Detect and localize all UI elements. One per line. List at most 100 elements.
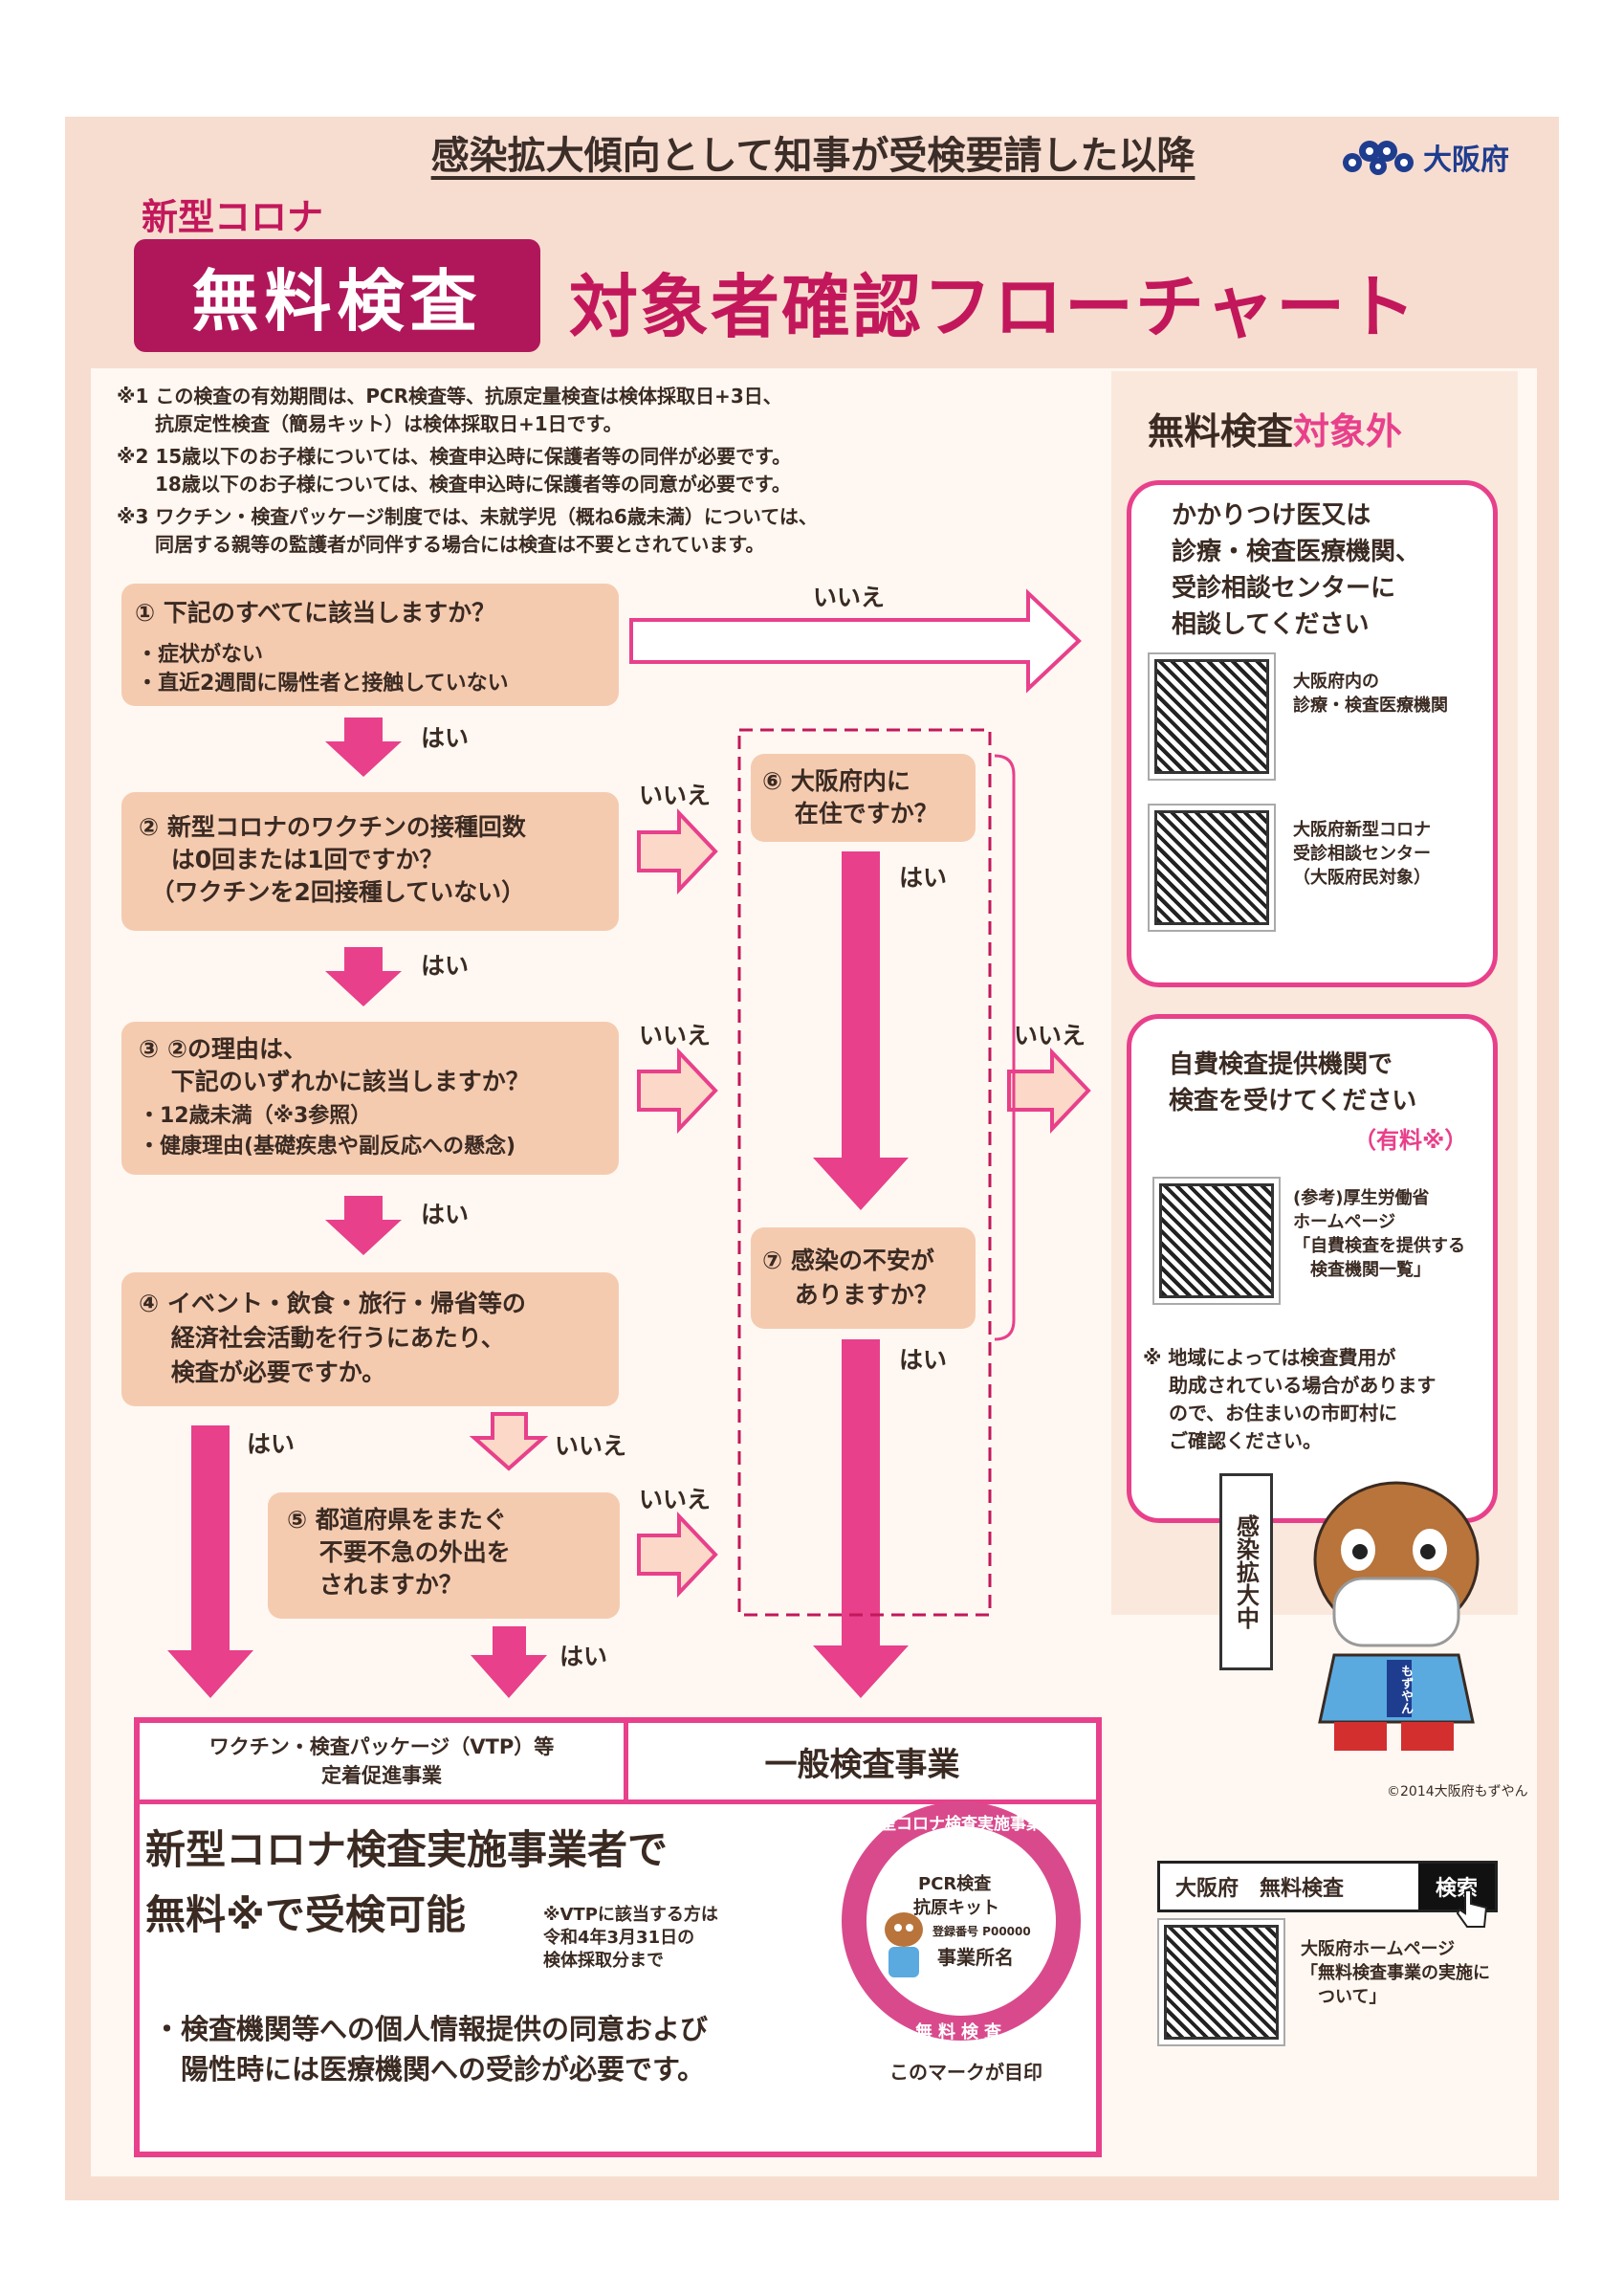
note-line: ※3 ワクチン・検査パッケージ制度では、未就学児（概ね6歳未満）については、 [117, 505, 818, 528]
qr-label-line: 受診相談センター [1293, 844, 1431, 864]
mark-ring-top: 新型コロナ検査実施事業者 [864, 1815, 1059, 1834]
mascot-flag: 感染拡大中 [1219, 1473, 1273, 1670]
question-1-item: ・症状がない [137, 643, 264, 667]
question-2-box: ② 新型コロナのワクチンの接種回数 は0回または1回ですか？ （ワクチンを2回接… [121, 792, 619, 931]
qr-label-line: 検査機関一覧」 [1293, 1260, 1431, 1280]
qr-code-mhlw[interactable] [1152, 1177, 1281, 1305]
question-3-box: ③ ②の理由は、 下記のいずれかに該当しますか？ ・12歳未満（※3参照） ・健… [121, 1022, 619, 1175]
question-5-line: されますか？ [287, 1571, 463, 1599]
no-label: いいえ [813, 584, 886, 611]
mascot-small-icon [885, 1912, 923, 1977]
vtp-note-line: 令和4年3月31日の [543, 1928, 695, 1948]
question-3-line: 下記のいずれかに該当しますか？ [139, 1068, 530, 1095]
qr-label-line: ついて」 [1301, 1987, 1387, 2007]
qr-code-medical[interactable] [1148, 652, 1276, 781]
question-5-box: ⑤ 都道府県をまたぐ 不要不急の外出を されますか？ [268, 1492, 620, 1619]
qr-label-line: 大阪府内の [1293, 672, 1379, 692]
qr-code-consultation[interactable] [1148, 804, 1276, 932]
qr-label-line: (参考)厚生労働省 [1293, 1188, 1430, 1208]
results-headline-2: 無料※で受検可能 [145, 1891, 466, 1938]
consent-line: ・検査機関等への個人情報提供の同意および [153, 2013, 709, 2045]
qr-label-medical: 大阪府内の 診療・検査医療機関 [1293, 670, 1448, 718]
osaka-logo-text: 大阪府 [1423, 144, 1509, 177]
self-pay-line: 自費検査提供機関で [1169, 1050, 1393, 1079]
paid-label: （有料※） [1353, 1127, 1468, 1154]
pointer-hand-icon [1456, 1889, 1488, 1928]
mascot-copyright: ©2014大阪府もずやん [1387, 1784, 1528, 1799]
question-3-item: ・健康理由(基礎疾患や副反応への懸念) [139, 1135, 516, 1159]
footnotes: ※1 この検査の有効期間は、PCR検査等、抗原定量検査は検体採取日+3日、 抗原… [117, 383, 1025, 563]
osaka-logo: 大阪府 [1341, 136, 1509, 178]
mark-ring-bottom: 無料検査 [915, 2022, 1007, 2042]
subsidy-note-line: ので、お住まいの市町村に [1143, 1402, 1398, 1424]
note-line: 抗原定性検査（簡易キット）は検体採取日+1日です。 [117, 412, 623, 435]
question-2-line: （ワクチンを2回接種していない） [139, 878, 526, 906]
note-line: 同居する親等の監護者が同伴する場合には検査は不要とされています。 [117, 533, 765, 556]
qr-label-consultation: 大阪府新型コロナ 受診相談センター （大阪府民対象） [1293, 818, 1431, 890]
qr-label-osaka-hp: 大阪府ホームページ 「無料検査事業の実施に ついて」 [1301, 1937, 1490, 2009]
subsidy-note-line: ご確認ください。 [1143, 1429, 1322, 1452]
no-label: いいえ [639, 1022, 712, 1049]
qr-label-line: 大阪府新型コロナ [1293, 820, 1431, 840]
question-2-line: は0回または1回ですか？ [139, 846, 444, 873]
question-4-box: ④ イベント・飲食・旅行・帰省等の 経済社会活動を行うにあたり、 検査が必要です… [121, 1272, 619, 1406]
mark-caption: このマークが目印 [889, 2061, 1042, 2084]
results-headline-1: 新型コロナ検査実施事業者で [145, 1826, 669, 1873]
mascot-illustration-icon [1313, 1481, 1480, 1751]
search-button[interactable]: 検索 [1418, 1864, 1495, 1910]
qr-label-mhlw: (参考)厚生労働省 ホームページ 「自費検査を提供する 検査機関一覧」 [1293, 1186, 1465, 1282]
out-of-scope-title: 無料検査対象外 [1148, 402, 1402, 454]
qr-code-osaka-hp[interactable] [1157, 1918, 1285, 2046]
yes-label: はい [421, 724, 470, 752]
yes-label: はい [421, 952, 470, 980]
self-pay-line: 検査を受けてください [1169, 1087, 1417, 1115]
consult-line: 相談してください [1172, 610, 1370, 639]
condition-heading: 感染拡大傾向として知事が受検要請した以降 [430, 134, 1195, 178]
general-program: 一般検査事業 [628, 1723, 1096, 1804]
note-line: ※2 15歳以下のお子様については、検査申込時に保護者等の同伴が必要です。 [117, 445, 792, 468]
vtp-note-line: ※VTPに該当する方は [543, 1905, 718, 1925]
mark-line-2: 抗原キット [913, 1898, 999, 1918]
no-label: いいえ [639, 782, 712, 809]
question-4-line: 検査が必要ですか。 [139, 1358, 386, 1386]
vtp-line: 定着促進事業 [321, 1764, 442, 1787]
question-7-line: ⑦ 感染の不安が [762, 1247, 934, 1274]
subsidy-note: ※ 地域によっては検査費用が 助成されている場合があります ので、お住まいの市町… [1143, 1344, 1436, 1455]
mark-line-1: PCR検査 [918, 1874, 992, 1894]
qr-label-line: 診療・検査医療機関 [1293, 695, 1448, 716]
yes-label: はい [559, 1643, 608, 1670]
question-4-line: 経済社会活動を行うにあたり、 [139, 1324, 505, 1352]
vtp-program: ワクチン・検査パッケージ（VTP）等 定着促進事業 [140, 1723, 628, 1804]
subtitle: 新型コロナ [142, 196, 324, 238]
question-1-title: ① 下記のすべてに該当しますか？ [135, 599, 496, 627]
consult-line: 診療・検査医療機関、 [1172, 538, 1421, 566]
out-of-scope-title-b: 対象外 [1293, 410, 1403, 453]
page-title: 対象者確認フローチャート [569, 267, 1418, 347]
question-4-line: ④ イベント・飲食・旅行・帰省等の [139, 1290, 526, 1317]
question-6-box: ⑥ 大阪府内に 在住ですか？ [751, 754, 976, 842]
yes-label: はい [899, 1346, 948, 1374]
question-5-line: ⑤ 都道府県をまたぐ [287, 1506, 507, 1534]
no-label: いいえ [555, 1432, 627, 1460]
qr-label-line: ホームページ [1293, 1212, 1396, 1232]
vtp-note-line: 検体採取分まで [543, 1951, 664, 1971]
question-1-box: ① 下記のすべてに該当しますか？ ・症状がない ・直近2週間に陽性者と接触してい… [121, 584, 619, 706]
qr-icon [1164, 1925, 1279, 2040]
search-box[interactable]: 大阪府 無料検査 検索 [1157, 1861, 1498, 1912]
qr-label-line: 大阪府ホームページ [1301, 1939, 1456, 1959]
consult-line: 受診相談センターに [1172, 574, 1396, 603]
qr-icon [1159, 1183, 1274, 1298]
question-6-line: 在住ですか？ [762, 800, 938, 828]
vtp-note: ※VTPに該当する方は 令和4年3月31日の 検体採取分まで [543, 1904, 718, 1973]
subsidy-note-line: 助成されている場合があります [1143, 1374, 1437, 1397]
self-pay-text: 自費検査提供機関で 検査を受けてください [1169, 1047, 1416, 1119]
qr-label-line: 「自費検査を提供する [1293, 1236, 1465, 1256]
note-line: 18歳以下のお子様については、検査申込時に保護者等の同意が必要です。 [117, 473, 791, 496]
question-3-line: ③ ②の理由は、 [139, 1035, 308, 1063]
qr-icon [1154, 659, 1269, 774]
question-7-line: ありますか？ [762, 1281, 938, 1309]
question-3-item: ・12歳未満（※3参照） [139, 1104, 372, 1128]
consult-line: かかりつけ医又は [1172, 501, 1371, 530]
consent-note: ・検査機関等への個人情報提供の同意および 陽性時には医療機関への受診が必要です。 [153, 2009, 708, 2089]
search-input[interactable]: 大阪府 無料検査 [1175, 1877, 1345, 1901]
